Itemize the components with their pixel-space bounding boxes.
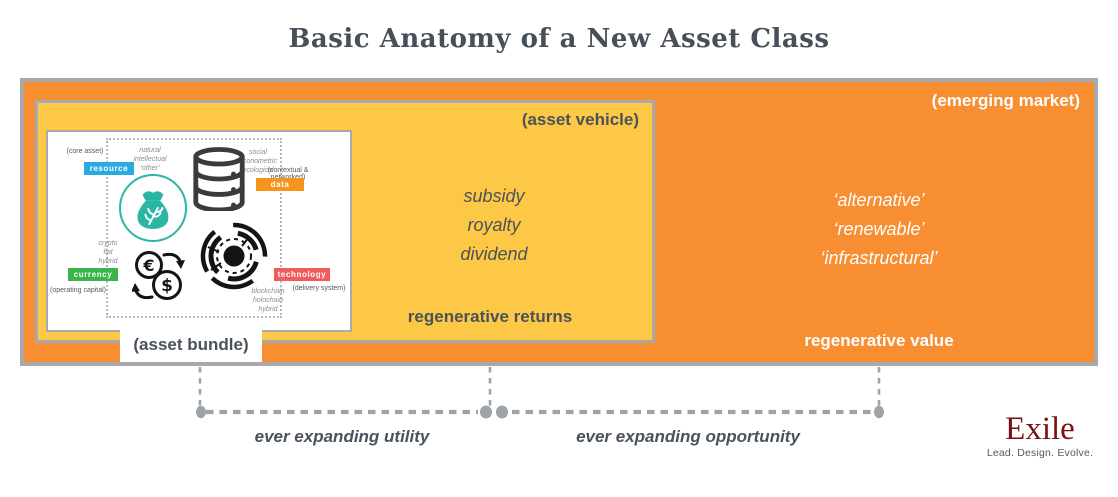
asset-vehicle-label: (asset vehicle) <box>521 110 639 129</box>
emerging-market-box: (emerging market) (asset vehicle) (core … <box>20 78 1098 366</box>
resource-tag: resource <box>84 162 134 175</box>
data-qualities: social econometric ecological <box>231 148 285 175</box>
data-quality: social <box>249 149 267 156</box>
technology-tag: technology <box>274 268 330 281</box>
emerging-market-label: (emerging market) <box>931 91 1080 110</box>
asset-bundle-box: (core asset) resource natural intellectu… <box>46 130 352 332</box>
market-values-list: ‘alternative’ ‘renewable’ ‘infrastructur… <box>774 186 984 273</box>
logo-tagline: Lead. Design. Evolve. <box>986 447 1094 459</box>
regenerative-returns-caption: regenerative returns <box>407 307 573 326</box>
page-title: Basic Anatomy of a New Asset Class <box>288 24 830 54</box>
resource-quality: natural <box>139 147 161 154</box>
market-value-item: ‘alternative’ <box>833 190 925 210</box>
regenerative-value-caption: regenerative value <box>804 331 954 350</box>
tech-disc-icon <box>200 222 268 290</box>
svg-text:$: $ <box>161 276 173 296</box>
market-value-item: ‘renewable’ <box>833 219 925 239</box>
exile-logo: Exile Lead. Design. Evolve. <box>985 412 1095 459</box>
technology-quality: holochain <box>253 297 283 304</box>
technology-context-label: (delivery system) <box>292 285 346 292</box>
data-tag: data <box>256 178 304 191</box>
bundle-dotted-frame <box>106 138 282 318</box>
data-context-label: (contextual & networked) <box>267 167 309 181</box>
returns-item: royalty <box>467 215 521 235</box>
svg-text:€: € <box>142 256 154 275</box>
data-quality: ecological <box>242 167 274 174</box>
currency-quality: crypto <box>98 240 118 247</box>
opportunity-axis-label: ever expanding opportunity <box>576 427 800 446</box>
returns-item: dividend <box>460 244 528 264</box>
database-icon <box>193 147 245 211</box>
asset-vehicle-box: (asset vehicle) (core asset) resource na… <box>35 100 655 362</box>
returns-item: subsidy <box>463 186 525 206</box>
returns-list: subsidy royalty dividend <box>394 182 594 269</box>
asset-bundle-label: (asset bundle) <box>120 328 262 362</box>
utility-axis-label: ever expanding utility <box>254 427 430 446</box>
currency-tag: currency <box>68 268 118 281</box>
money-bag-icon <box>137 191 169 229</box>
resource-quality: ‘other’ <box>140 165 160 172</box>
resource-quality: intellectual <box>133 156 167 163</box>
currency-exchange-icon: € $ <box>132 251 185 300</box>
technology-quality: blockchain <box>251 288 285 295</box>
market-value-item: ‘infrastructural’ <box>820 248 938 268</box>
logo-name: Exile <box>1005 411 1075 447</box>
data-quality: econometric <box>238 158 278 165</box>
currency-quality: hybrid <box>98 258 118 265</box>
technology-qualities: blockchain holochain hybrid <box>244 287 292 314</box>
resource-context-label: (core asset) <box>66 148 104 155</box>
currency-context-label: (operating capital) <box>49 287 107 294</box>
currency-quality: fiat <box>103 249 113 256</box>
resource-qualities: natural intellectual ‘other’ <box>124 146 176 173</box>
technology-quality: hybrid <box>258 306 278 313</box>
money-bag-badge <box>119 174 187 242</box>
currency-qualities: crypto fiat hybrid <box>88 239 128 266</box>
